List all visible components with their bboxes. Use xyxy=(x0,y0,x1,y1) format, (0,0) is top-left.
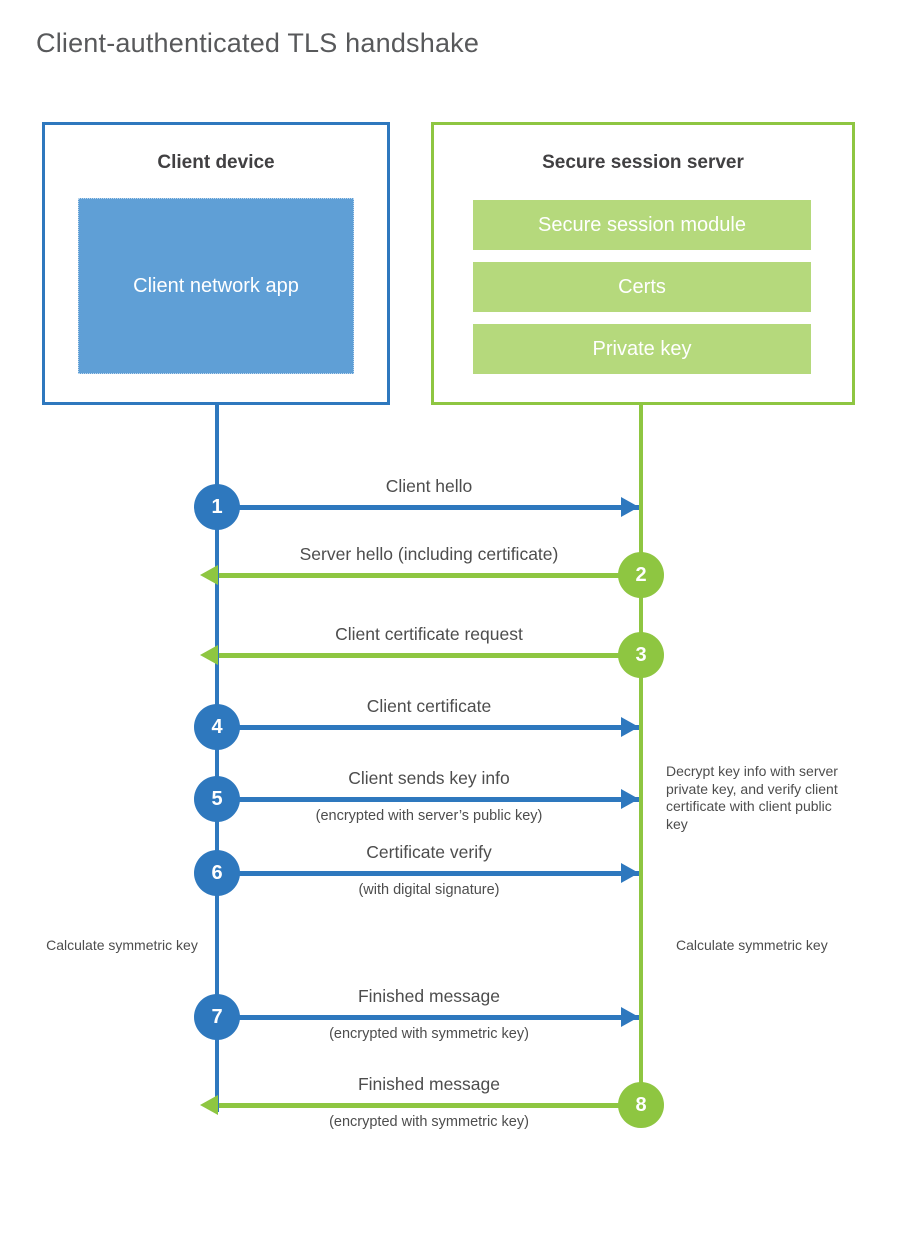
step-2-arrow-shaft xyxy=(219,573,639,578)
step-2-badge: 2 xyxy=(618,552,664,598)
step-7-message: Finished message xyxy=(357,986,501,1006)
client-device-title: Client device xyxy=(157,152,275,173)
step-6-badge: 6 xyxy=(194,850,240,896)
step-4-arrow-shaft xyxy=(219,725,639,730)
step-7-badge: 7 xyxy=(194,994,240,1040)
private-key-bar: Private key xyxy=(473,324,811,374)
step-7-arrowhead-icon xyxy=(621,1007,639,1027)
secure-session-server-title: Secure session server xyxy=(542,152,744,173)
step-1-arrowhead-icon xyxy=(621,497,639,517)
secure-session-server-box: Secure session server Secure session mod… xyxy=(431,122,855,405)
client-device-box: Client device Client network app xyxy=(42,122,390,405)
step-8-arrowhead-icon xyxy=(200,1095,218,1115)
secure-session-module-label: Secure session module xyxy=(538,213,746,236)
step-8-submessage: (encrypted with symmetric key) xyxy=(329,1114,529,1130)
step-6-message: Certificate verify xyxy=(366,842,492,862)
step-8-arrow-shaft xyxy=(219,1103,639,1108)
server-lifeline xyxy=(639,405,643,1105)
certs-label: Certs xyxy=(618,275,666,298)
step-7-arrow-shaft xyxy=(219,1015,639,1020)
step-7-submessage: (encrypted with symmetric key) xyxy=(329,1026,529,1042)
client-network-app-box: Client network app xyxy=(78,198,354,374)
private-key-label: Private key xyxy=(592,337,692,360)
step-5-badge: 5 xyxy=(194,776,240,822)
step-4-message: Client certificate xyxy=(366,696,492,716)
client-network-app-label: Client network app xyxy=(133,274,299,297)
step-6-submessage: (with digital signature) xyxy=(358,882,500,898)
step-3-message: Client certificate request xyxy=(335,624,523,644)
client-lifeline xyxy=(215,405,219,1112)
step-5-submessage: (encrypted with server’s public key) xyxy=(315,808,543,824)
step-3-badge: 3 xyxy=(618,632,664,678)
step-2-arrowhead-icon xyxy=(200,565,218,585)
step-1-message: Client hello xyxy=(385,476,473,496)
step-6-arrow-shaft xyxy=(219,871,639,876)
step-5-arrowhead-icon xyxy=(621,789,639,809)
client-calculate-key-note: Calculate symmetric key xyxy=(46,937,198,953)
step-8-message: Finished message xyxy=(357,1074,501,1094)
server-calculate-key-note: Calculate symmetric key xyxy=(676,937,828,953)
step-1-badge: 1 xyxy=(194,484,240,530)
step-5-message: Client sends key info xyxy=(348,768,510,788)
server-decrypt-note: Decrypt key info with server private key… xyxy=(666,763,838,832)
step-3-arrowhead-icon xyxy=(200,645,218,665)
step-1-arrow-shaft xyxy=(219,505,639,510)
certs-bar: Certs xyxy=(473,262,811,312)
step-4-badge: 4 xyxy=(194,704,240,750)
step-8-badge: 8 xyxy=(618,1082,664,1128)
page-title: Client-authenticated TLS handshake xyxy=(36,28,480,58)
step-3-arrow-shaft xyxy=(219,653,639,658)
step-2-message: Server hello (including certificate) xyxy=(299,544,559,564)
secure-session-module-bar: Secure session module xyxy=(473,200,811,250)
step-5-arrow-shaft xyxy=(219,797,639,802)
step-4-arrowhead-icon xyxy=(621,717,639,737)
step-6-arrowhead-icon xyxy=(621,863,639,883)
